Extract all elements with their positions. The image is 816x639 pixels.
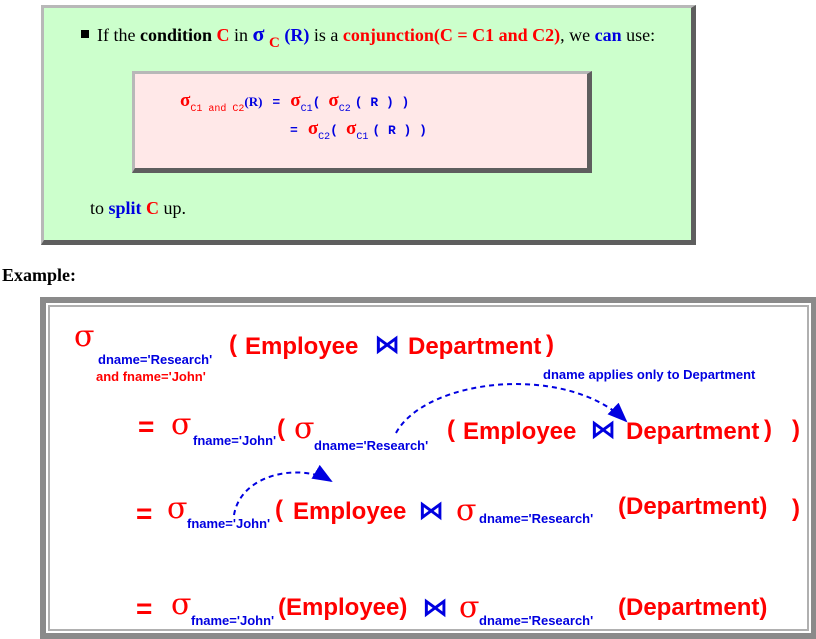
formula-argument: ( R ) ) bbox=[354, 95, 410, 110]
example-panel: σ dname='Research' and fname='John' ( Em… bbox=[40, 297, 816, 639]
formula-subscript: C1 bbox=[356, 132, 369, 143]
employee-relation: Employee bbox=[293, 498, 407, 525]
sigma-symbol: σ bbox=[294, 411, 315, 446]
department-relation: Department bbox=[626, 418, 760, 445]
sigma-symbol: σ bbox=[328, 90, 339, 111]
employee-relation: Employee bbox=[463, 418, 577, 445]
formula-subscript: C2 bbox=[338, 104, 351, 115]
equals-sign: = bbox=[272, 95, 281, 110]
sigma-symbol: σ bbox=[180, 90, 191, 111]
example-heading: Example: bbox=[2, 265, 76, 285]
conjunction-text: conjunction(C = C1 and C2) bbox=[342, 25, 561, 45]
formula-subscript: C2 bbox=[318, 132, 331, 143]
sigma-symbol: σ bbox=[171, 407, 192, 442]
relation-r: (R) bbox=[284, 25, 310, 45]
split-word: split bbox=[108, 198, 142, 218]
paren: ) bbox=[792, 416, 800, 443]
dname-arrow bbox=[395, 383, 628, 434]
equals-sign: = bbox=[136, 498, 153, 529]
rule-text: in bbox=[229, 25, 253, 45]
rule-sentence: If the condition C in σ C (R) is a conju… bbox=[81, 21, 655, 52]
condition-word: condition bbox=[139, 25, 213, 45]
paren: ( bbox=[447, 416, 455, 443]
join-icon: ⋈ bbox=[418, 496, 444, 526]
can-word: can bbox=[594, 25, 622, 45]
sigma-subscript: dname='Research' bbox=[479, 613, 594, 628]
paren: ) bbox=[764, 416, 772, 443]
join-icon: ⋈ bbox=[422, 593, 448, 623]
sigma-symbol: σ bbox=[167, 491, 188, 526]
paren: ( bbox=[275, 496, 283, 523]
sigma-symbol: σ bbox=[290, 90, 301, 111]
rule-text: is a bbox=[309, 25, 343, 45]
sigma-symbol: σ bbox=[307, 118, 319, 139]
sigma-symbol: σ bbox=[74, 319, 95, 354]
bullet-icon bbox=[81, 30, 89, 38]
paren: ) bbox=[792, 495, 800, 522]
sigma-symbol: σ bbox=[459, 590, 480, 625]
paren: ) bbox=[546, 331, 554, 358]
sigma-subscript: dname='Research' bbox=[314, 438, 429, 453]
fname-arrow bbox=[233, 464, 333, 516]
equals-sign: = bbox=[136, 593, 153, 624]
formula-subscript: C1 and C2 bbox=[190, 104, 245, 115]
employee-relation: (Employee) bbox=[278, 594, 408, 621]
paren: ( bbox=[229, 331, 237, 358]
rule-text: If the bbox=[97, 25, 140, 45]
formula-argument: ( R ) ) bbox=[372, 123, 427, 138]
annotation-text: dname applies only to Department bbox=[543, 367, 756, 382]
sigma-subscript: dname='Research' bbox=[98, 352, 213, 367]
department-relation: Department bbox=[408, 333, 542, 360]
join-icon: ⋈ bbox=[374, 330, 400, 360]
rule-panel: If the condition C in σ C (R) is a conju… bbox=[41, 5, 696, 245]
formula-relation: (R) bbox=[244, 94, 263, 109]
split-sentence: to split C up. bbox=[90, 198, 186, 219]
paren: ( bbox=[330, 123, 338, 138]
formula-box: σC1 and C2(R) = σC1( σC2( R ) ) = σC2( σ… bbox=[132, 71, 592, 173]
equals-sign: = bbox=[138, 411, 155, 442]
formula-line-2: = σC2( σC1( R ) ) bbox=[290, 118, 427, 143]
condition-c: C bbox=[216, 25, 230, 45]
condition-c: C bbox=[146, 198, 160, 218]
sigma-subscript: fname='John' bbox=[191, 613, 275, 628]
rule-text: , we bbox=[560, 25, 595, 45]
department-relation: (Department) bbox=[618, 493, 768, 520]
paren: ( bbox=[277, 415, 285, 442]
sigma-symbol: σ bbox=[252, 21, 265, 46]
rule-text: use: bbox=[621, 25, 656, 45]
sigma-subscript: and fname='John' bbox=[96, 369, 206, 384]
formula-line-1: σC1 and C2(R) = σC1( σC2( R ) ) bbox=[180, 90, 409, 115]
rule-text: up. bbox=[159, 198, 187, 218]
formula-subscript: C1 bbox=[300, 104, 313, 115]
paren: ( bbox=[312, 95, 321, 110]
equals-sign: = bbox=[290, 123, 298, 138]
sigma-symbol: σ bbox=[171, 587, 192, 622]
sigma-symbol: σ bbox=[345, 118, 357, 139]
sigma-symbol: σ bbox=[456, 493, 477, 528]
rule-text: to bbox=[90, 198, 109, 218]
employee-relation: Employee bbox=[245, 333, 359, 360]
sigma-subscript: fname='John' bbox=[193, 433, 277, 448]
sigma-subscript: fname='John' bbox=[187, 516, 271, 531]
department-relation: (Department) bbox=[618, 594, 768, 621]
sigma-subscript: C bbox=[269, 35, 280, 51]
sigma-subscript: dname='Research' bbox=[479, 511, 594, 526]
arrow-graphic bbox=[233, 383, 628, 516]
